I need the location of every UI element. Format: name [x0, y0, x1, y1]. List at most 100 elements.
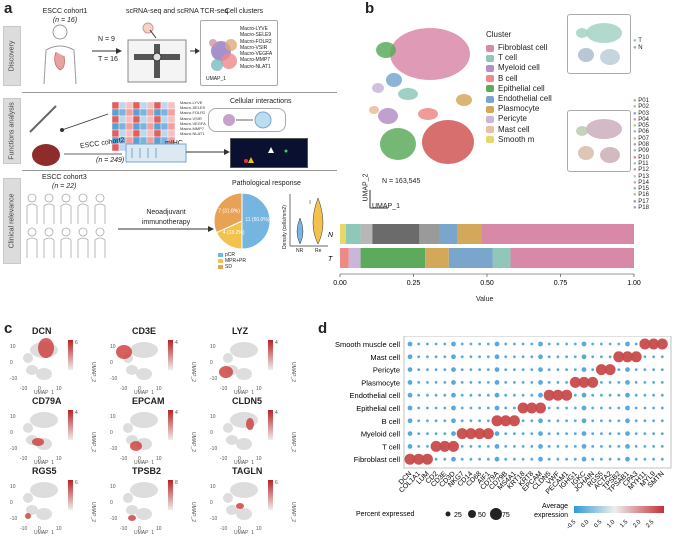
cluster-swatch — [486, 44, 494, 52]
cluster-legend-item: Plasmocyte — [486, 104, 552, 114]
cluster-umap-plot — [209, 39, 237, 71]
dot — [660, 381, 664, 384]
dot — [573, 393, 577, 397]
main-umap1: UMAP_1 — [372, 203, 401, 210]
arrow-icon — [190, 48, 200, 54]
umap-cluster — [126, 365, 138, 375]
dot — [478, 355, 481, 359]
dot — [486, 368, 490, 371]
dot — [469, 445, 473, 448]
dot — [608, 445, 612, 448]
x-tick: 0 — [238, 456, 241, 462]
dot-row-label: Pericyte — [373, 366, 400, 375]
heatmap-legend: Macro-LYVE Macro-SELE9 Macro-FOLR2 Macro… — [180, 100, 206, 136]
umap2-label: UMAP_2 — [290, 362, 296, 382]
dot — [625, 418, 630, 424]
umap-cluster — [26, 505, 38, 515]
dot — [486, 445, 490, 448]
dot — [478, 457, 481, 461]
dot — [486, 419, 490, 423]
scale-max: 8 — [175, 480, 178, 486]
row-divider — [22, 92, 337, 93]
x-tick: -10 — [20, 456, 27, 462]
dot — [538, 341, 543, 347]
cluster-legend-label: Epithelial cell — [498, 83, 545, 93]
patient-legend: ● P01● P02● P03● P04● P05● P06● P07● P08… — [633, 98, 649, 211]
heatmap-legend-item: Macro-VEGFA — [180, 120, 206, 126]
dot — [565, 445, 568, 448]
bar-tick-label: 0.75 — [554, 280, 568, 287]
dot — [460, 457, 464, 461]
patient-legend-item: ● P07 — [633, 136, 649, 142]
dot — [565, 419, 568, 423]
dot — [643, 432, 647, 435]
clusters-label: Cell clusters — [225, 8, 264, 15]
color-legend-tick: 1.0 — [606, 519, 617, 530]
size-legend-value: 25 — [454, 512, 462, 519]
bar-segment — [340, 224, 346, 244]
patient-legend-item: ● P11 — [633, 161, 649, 167]
dot — [521, 381, 525, 384]
patient-umap-box — [567, 110, 631, 172]
macro-legend-item: Macro-MMP7 — [240, 57, 271, 64]
x-tick: -10 — [120, 386, 127, 392]
umap-cluster — [236, 438, 252, 450]
dot — [660, 457, 664, 461]
dot — [600, 355, 603, 359]
dot — [494, 405, 500, 411]
dot — [430, 440, 442, 452]
patient-legend-label: P02 — [638, 104, 649, 111]
dot — [486, 406, 490, 410]
bar-row-label: T — [328, 256, 333, 263]
legend-swatch — [218, 265, 223, 269]
dot — [434, 457, 438, 461]
pie-legend: pCR MPR+PR SD — [218, 252, 246, 270]
y-tick: 10 — [10, 344, 16, 350]
cluster-legend-label: Myeloid cell — [498, 63, 540, 73]
dot-row-label: B cell — [382, 417, 401, 426]
person-head-icon — [78, 227, 88, 237]
dot — [521, 393, 525, 397]
dot — [581, 444, 587, 449]
patient-legend-label: P07 — [638, 135, 649, 142]
main-umap2: UMAP_2 — [362, 173, 370, 202]
patient-dot: ● — [633, 116, 639, 123]
dot — [547, 432, 551, 435]
y-tick: -10 — [10, 446, 17, 452]
cluster-swatch — [486, 75, 494, 83]
patient-dot: ● — [633, 135, 639, 142]
dot — [407, 444, 413, 449]
patient-legend-label: P03 — [638, 110, 649, 117]
patient-legend-item: ● P04 — [633, 117, 649, 123]
bar-segment — [345, 224, 361, 244]
cluster-swatch — [486, 95, 494, 103]
dot — [660, 419, 664, 423]
dot — [417, 355, 421, 359]
patient-dot: ● — [633, 205, 639, 212]
dot — [494, 367, 500, 372]
dot — [634, 393, 638, 397]
size-legend-value: 75 — [502, 512, 510, 519]
umap1-label: UMAP_1 — [234, 530, 254, 534]
dot — [634, 419, 638, 423]
dot — [538, 367, 543, 372]
dot — [426, 419, 429, 423]
umap-cluster — [136, 368, 152, 380]
dot — [456, 428, 468, 440]
dot — [617, 393, 621, 397]
cluster-legend-item: Mast cell — [486, 125, 552, 135]
dot — [521, 445, 525, 448]
scale-max: 4 — [275, 410, 278, 416]
expression-hotspot — [236, 503, 244, 509]
patient-legend-item: ● P10 — [633, 155, 649, 161]
feature-gene-title: EPCAM — [132, 396, 165, 406]
dot — [581, 341, 587, 347]
patient-legend-item: ● P02 — [633, 104, 649, 110]
dot — [652, 445, 655, 448]
umap-cluster — [226, 435, 238, 445]
patient-legend-item: ● P03 — [633, 111, 649, 117]
